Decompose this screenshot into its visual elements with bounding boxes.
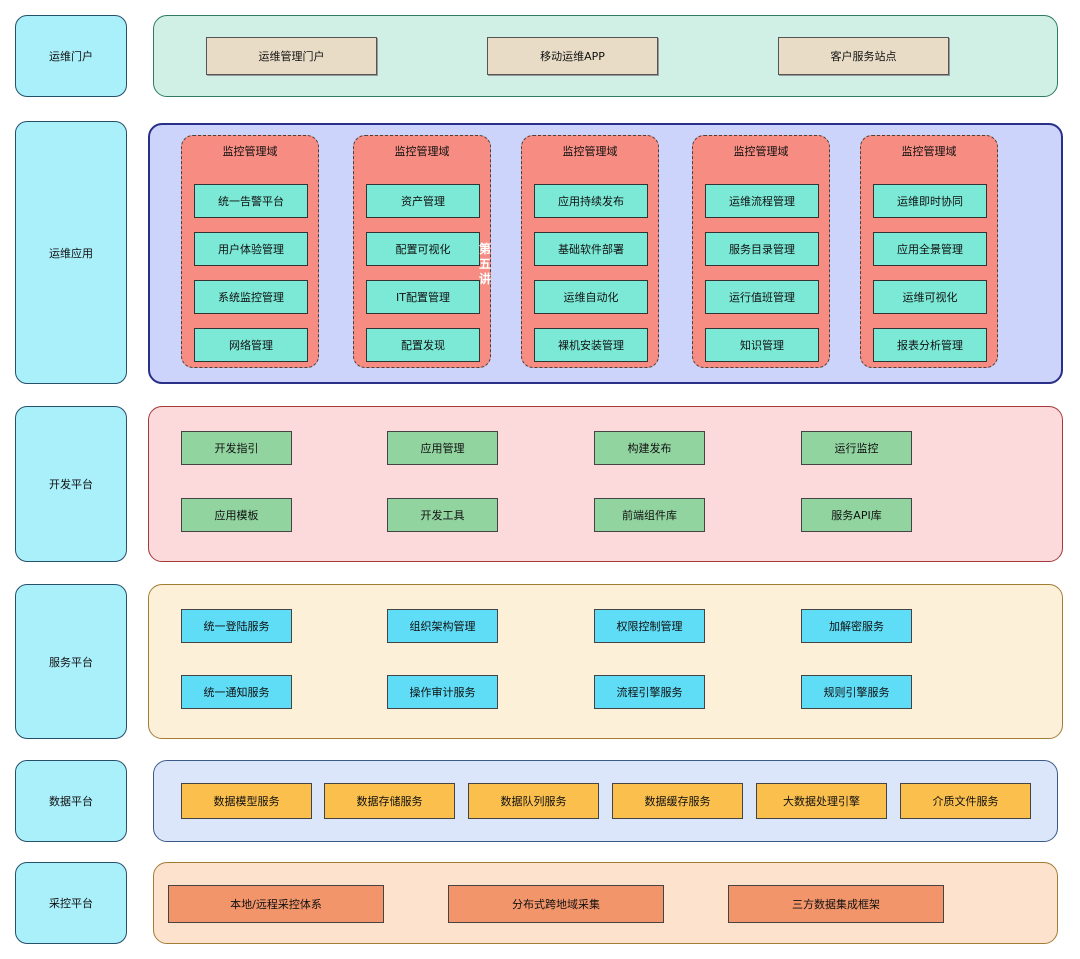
acquisition-platform-panel: 本地/远程采控体系 分布式跨地域采集 三方数据集成框架	[153, 862, 1058, 944]
domain-item: 运维流程管理	[705, 184, 819, 218]
domain-title: 监控管理域	[394, 145, 450, 158]
acquisition-platform-item: 三方数据集成框架	[728, 885, 944, 923]
dev-platform-item: 服务API库	[801, 498, 912, 532]
domain-item: IT配置管理	[366, 280, 480, 314]
portal-item: 移动运维APP	[487, 37, 658, 75]
service-platform-item: 统一通知服务	[181, 675, 292, 709]
acquisition-platform-item: 本地/远程采控体系	[168, 885, 384, 923]
layer-label-portal: 运维门户	[15, 15, 127, 97]
service-platform-item: 操作审计服务	[387, 675, 498, 709]
data-platform-item: 数据模型服务	[181, 783, 312, 819]
monitoring-domain: 监控管理域 资产管理 配置可视化 IT配置管理 配置发现	[353, 135, 491, 368]
domain-item: 配置可视化	[366, 232, 480, 266]
portal-item: 客户服务站点	[778, 37, 949, 75]
service-platform-item: 权限控制管理	[594, 609, 705, 643]
dev-platform-item: 前端组件库	[594, 498, 705, 532]
monitoring-domain: 监控管理域 运维即时协同 应用全景管理 运维可视化 报表分析管理	[860, 135, 998, 368]
data-platform-panel: 数据模型服务 数据存储服务 数据队列服务 数据缓存服务 大数据处理引擎 介质文件…	[153, 760, 1058, 842]
domain-item: 运行值班管理	[705, 280, 819, 314]
side-watermark-text: 第五讲	[478, 242, 491, 286]
service-platform-item: 加解密服务	[801, 609, 912, 643]
data-platform-item: 数据存储服务	[324, 783, 455, 819]
domain-item: 运维可视化	[873, 280, 987, 314]
dev-platform-panel: 开发指引 应用管理 构建发布 运行监控 应用模板 开发工具 前端组件库 服务AP…	[148, 406, 1063, 562]
domain-item: 资产管理	[366, 184, 480, 218]
dev-platform-item: 应用模板	[181, 498, 292, 532]
service-platform-item: 规则引擎服务	[801, 675, 912, 709]
dev-platform-item: 开发工具	[387, 498, 498, 532]
monitoring-domain: 监控管理域 统一告警平台 用户体验管理 系统监控管理 网络管理	[181, 135, 319, 368]
layer-label-dev-platform: 开发平台	[15, 406, 127, 562]
domain-item: 运维自动化	[534, 280, 648, 314]
portal-item: 运维管理门户	[206, 37, 377, 75]
service-platform-panel: 统一登陆服务 组织架构管理 权限控制管理 加解密服务 统一通知服务 操作审计服务…	[148, 584, 1063, 739]
dev-platform-item: 构建发布	[594, 431, 705, 465]
domain-title: 监控管理域	[733, 145, 789, 158]
domain-item: 应用全景管理	[873, 232, 987, 266]
dev-platform-item: 应用管理	[387, 431, 498, 465]
domain-item: 服务目录管理	[705, 232, 819, 266]
layer-label-data-platform: 数据平台	[15, 760, 127, 842]
service-platform-item: 流程引擎服务	[594, 675, 705, 709]
domain-item: 基础软件部署	[534, 232, 648, 266]
service-platform-item: 统一登陆服务	[181, 609, 292, 643]
data-platform-item: 大数据处理引擎	[756, 783, 887, 819]
domain-title: 监控管理域	[222, 145, 278, 158]
domain-title: 监控管理域	[901, 145, 957, 158]
domain-item: 应用持续发布	[534, 184, 648, 218]
monitoring-domain: 监控管理域 运维流程管理 服务目录管理 运行值班管理 知识管理	[692, 135, 830, 368]
domain-item: 知识管理	[705, 328, 819, 362]
layer-label-service-platform: 服务平台	[15, 584, 127, 739]
domain-title: 监控管理域	[562, 145, 618, 158]
dev-platform-item: 开发指引	[181, 431, 292, 465]
domain-item: 配置发现	[366, 328, 480, 362]
dev-platform-item: 运行监控	[801, 431, 912, 465]
domain-item: 报表分析管理	[873, 328, 987, 362]
portal-panel: 运维管理门户 移动运维APP 客户服务站点	[153, 15, 1058, 97]
domain-item: 统一告警平台	[194, 184, 308, 218]
domain-item: 裸机安装管理	[534, 328, 648, 362]
acquisition-platform-item: 分布式跨地域采集	[448, 885, 664, 923]
data-platform-item: 介质文件服务	[900, 783, 1031, 819]
layer-label-ops-app: 运维应用	[15, 121, 127, 384]
service-platform-item: 组织架构管理	[387, 609, 498, 643]
domain-item: 用户体验管理	[194, 232, 308, 266]
monitoring-domain: 监控管理域 应用持续发布 基础软件部署 运维自动化 裸机安装管理	[521, 135, 659, 368]
layer-label-acquisition-platform: 采控平台	[15, 862, 127, 944]
domain-item: 网络管理	[194, 328, 308, 362]
domain-item: 运维即时协同	[873, 184, 987, 218]
domain-item: 系统监控管理	[194, 280, 308, 314]
data-platform-item: 数据缓存服务	[612, 783, 743, 819]
data-platform-item: 数据队列服务	[468, 783, 599, 819]
